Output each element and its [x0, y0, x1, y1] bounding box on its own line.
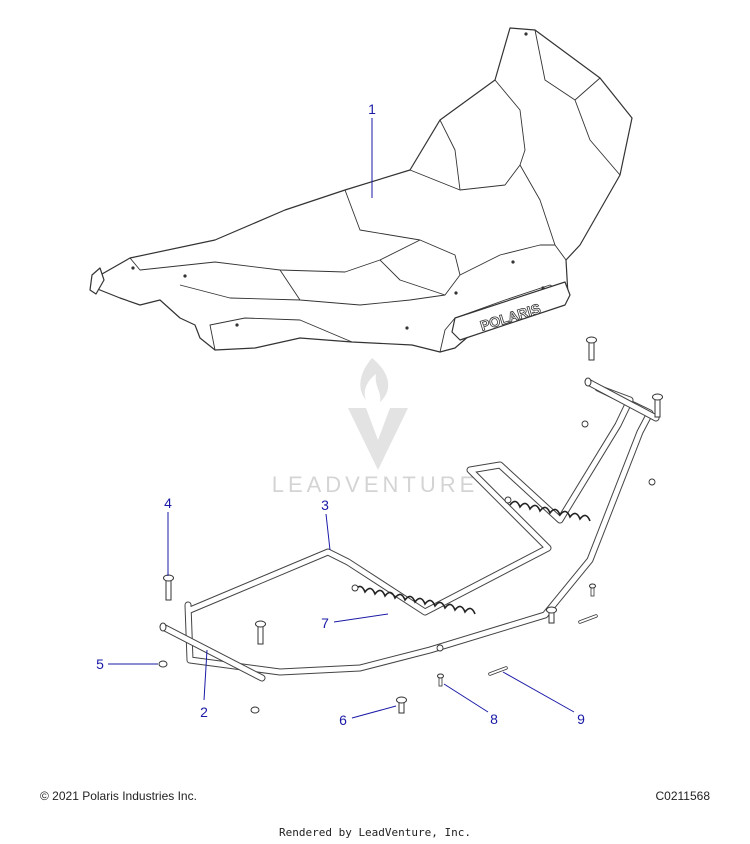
spring-front	[354, 585, 476, 615]
callout-2[interactable]: 2	[200, 649, 208, 720]
cross-tube-right-part[interactable]	[584, 377, 660, 422]
pin-part-9b[interactable]	[578, 614, 598, 624]
cross-tube-left-part[interactable]	[159, 622, 266, 682]
svg-text:6: 6	[339, 712, 347, 728]
callout-6[interactable]: 6	[339, 705, 397, 728]
svg-text:1: 1	[368, 101, 376, 117]
screw-part-8b[interactable]	[589, 583, 596, 597]
watermark-text: LEADVENTURE	[272, 472, 479, 497]
pin-part-9[interactable]	[488, 666, 508, 676]
rendered-by-text: Rendered by LeadVenture, Inc.	[278, 826, 472, 839]
bolt-part-4b[interactable]	[255, 620, 266, 645]
watermark: LEADVENTURE	[272, 358, 479, 497]
bolt-part-6b[interactable]	[546, 606, 557, 624]
svg-text:5: 5	[96, 656, 104, 672]
callout-9[interactable]: 9	[502, 671, 585, 727]
callout-7[interactable]: 7	[321, 613, 389, 631]
svg-text:2: 2	[200, 704, 208, 720]
callout-1[interactable]: 1	[368, 101, 376, 198]
callout-3[interactable]: 3	[321, 497, 331, 551]
bolt-part-4[interactable]	[163, 574, 174, 601]
svg-text:3: 3	[321, 497, 329, 513]
nut-part-5b[interactable]	[250, 706, 260, 714]
drawing-code: C0211568	[655, 789, 711, 803]
svg-text:7: 7	[321, 615, 329, 631]
svg-text:9: 9	[577, 711, 585, 727]
flame-v-icon	[348, 358, 408, 470]
callout-8[interactable]: 8	[443, 683, 498, 727]
spring-rear	[509, 500, 591, 522]
bolt-part-4c[interactable]	[586, 336, 597, 361]
svg-text:8: 8	[490, 711, 498, 727]
copyright-text: © 2021 Polaris Industries Inc.	[40, 789, 197, 803]
svg-text:4: 4	[164, 495, 172, 511]
bolt-part-4d[interactable]	[652, 393, 663, 418]
screw-part-8[interactable]	[437, 673, 444, 687]
nut-part-5[interactable]	[158, 660, 168, 668]
callout-5[interactable]: 5	[96, 656, 158, 672]
front-cover-part[interactable]: POLARIS	[89, 27, 633, 353]
callout-4[interactable]: 4	[164, 495, 172, 576]
bolt-part-6[interactable]	[396, 696, 407, 714]
